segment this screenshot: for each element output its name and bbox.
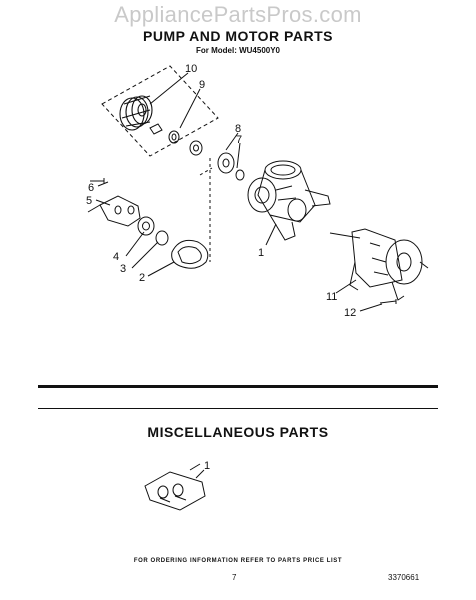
page-title: PUMP AND MOTOR PARTS: [143, 28, 333, 44]
watermark: AppliancePartsPros.com: [114, 2, 362, 27]
callout-9: 9: [199, 79, 205, 91]
callout-5: 5: [86, 195, 92, 207]
callout-12: 12: [344, 307, 356, 319]
seal-part: [149, 123, 203, 156]
callout-4: 4: [113, 251, 119, 263]
section-divider-thin: [38, 408, 438, 409]
callout-2: 2: [139, 272, 145, 284]
leader-lines: [95, 72, 383, 312]
callout-8: 8: [235, 123, 241, 135]
bracket-part: [87, 195, 141, 227]
o-ring-part: [235, 169, 245, 181]
callout-3: 3: [120, 263, 126, 275]
page-number: 7: [232, 573, 237, 582]
section-divider-thick: [38, 385, 438, 388]
pump-housing-part: [247, 160, 331, 241]
callout-10: 10: [185, 63, 197, 75]
bearing-part: [217, 152, 235, 174]
ordering-note: FOR ORDERING INFORMATION REFER TO PARTS …: [133, 558, 343, 564]
seal-ring-part: [137, 216, 155, 236]
gasket-part: [171, 239, 209, 269]
screw-part: [379, 299, 397, 304]
washer-part: [155, 230, 169, 246]
misc-leader-line: [195, 469, 205, 479]
misc-callout-1: 1: [204, 460, 210, 472]
callout-1: 1: [258, 247, 264, 259]
part-group-outline: [101, 65, 219, 157]
document-number: 3370661: [388, 573, 420, 582]
callout-6: 6: [88, 182, 94, 194]
impeller-part: [119, 95, 153, 131]
misc-part: [144, 463, 206, 511]
model-subtitle: For Model: WU4500Y0: [195, 46, 280, 55]
motor-part: [329, 228, 429, 301]
screw-part: [90, 178, 105, 184]
callout-7: 7: [236, 134, 242, 146]
callout-11: 11: [326, 291, 337, 303]
misc-section-title: MISCELLANEOUS PARTS: [147, 424, 329, 440]
